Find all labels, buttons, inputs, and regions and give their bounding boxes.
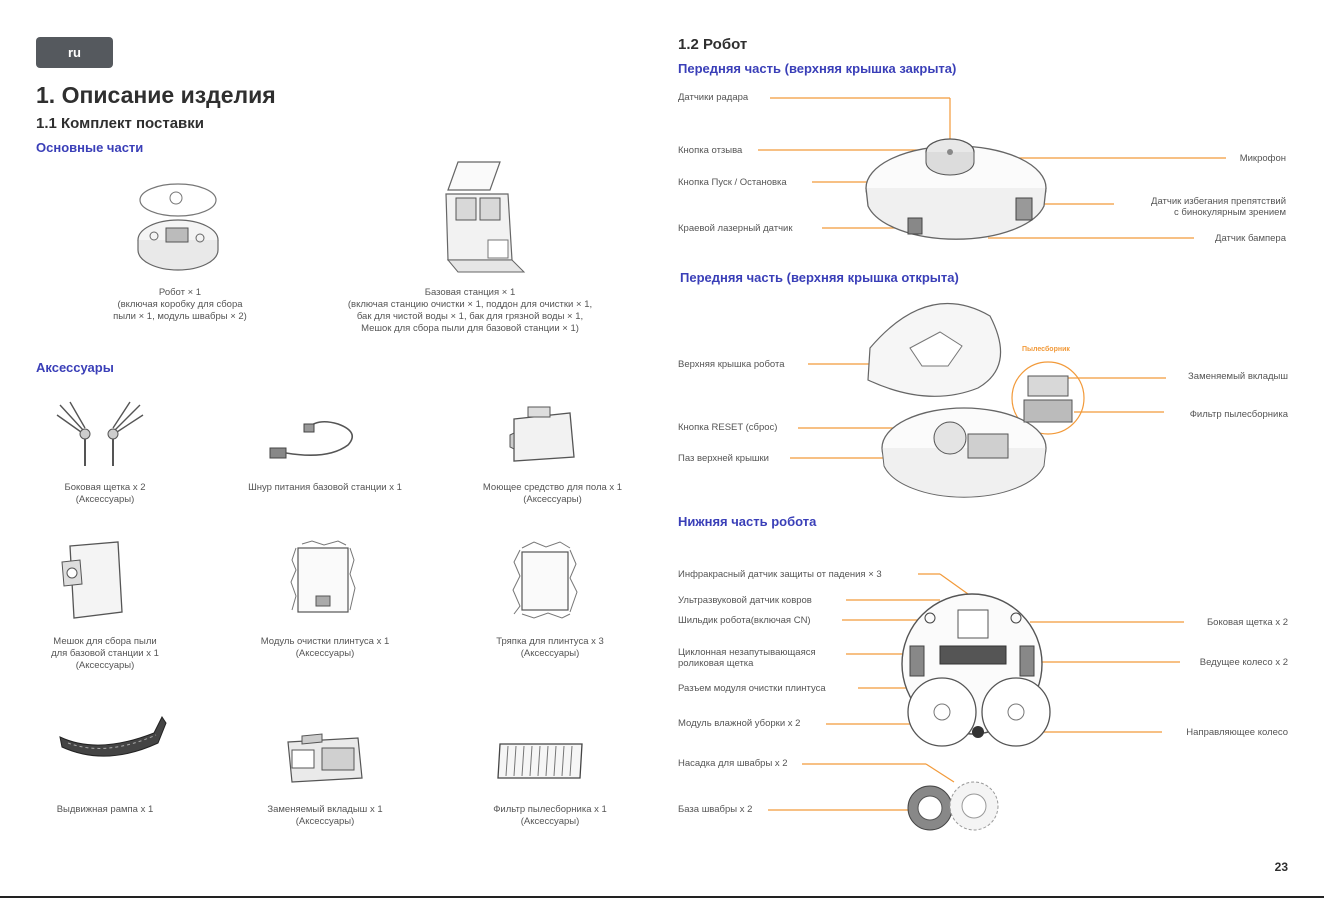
bottom-diagram bbox=[768, 573, 1184, 831]
side-brush-icon bbox=[56, 401, 144, 466]
label-caster-wheel: Направляющее колесо bbox=[1186, 727, 1288, 738]
label-radar-sensors: Датчики радара bbox=[678, 92, 749, 103]
accessories-heading: Аксессуары bbox=[36, 360, 114, 375]
robot-caption: Робот × 1 (включая коробку для сбора пыл… bbox=[113, 287, 247, 322]
label-mop-base: База швабры x 2 bbox=[678, 804, 753, 815]
label-start-stop-button: Кнопка Пуск / Остановка bbox=[678, 177, 787, 188]
label-microphone: Микрофон bbox=[1239, 153, 1286, 164]
front-closed-diagram bbox=[758, 97, 1226, 240]
label-reset-button: Кнопка RESET (сброс) bbox=[678, 422, 778, 433]
label-top-cover: Верхняя крышка робота bbox=[678, 359, 785, 370]
accessory-caption-baseboard-module: Модуль очистки плинтуса x 1(Аксессуары) bbox=[260, 636, 390, 659]
accessory-caption-replaceable-liner: Заменяемый вкладыш x 1(Аксессуары) bbox=[267, 804, 383, 827]
floor-cleaner-icon bbox=[509, 406, 575, 462]
bottom-rule bbox=[0, 896, 1324, 898]
label-ultrasonic-sensor: Ультразвуковой датчик ковров bbox=[678, 595, 812, 606]
label-binocular-sensor: Датчик избегания препятствий с бинокуляр… bbox=[1151, 196, 1286, 218]
accessory-caption-ramp: Выдвижная рампа x 1 bbox=[56, 804, 154, 815]
label-side-brush: Боковая щетка x 2 bbox=[1206, 617, 1288, 628]
dust-bag-icon bbox=[61, 541, 123, 619]
label-replaceable-liner: Заменяемый вкладыш bbox=[1188, 371, 1288, 382]
label-cover-slot: Паз верхней крышки bbox=[678, 453, 769, 464]
label-roller-brush: Циклонная незапутывающаяся роликовая щет… bbox=[678, 647, 816, 669]
label-dustbin: Пылесборник bbox=[1022, 346, 1070, 353]
accessory-caption-side-brush: Боковая щетка x 2(Аксессуары) bbox=[64, 482, 146, 505]
robot-exploded-illustration bbox=[137, 183, 219, 271]
front-closed-heading: Передняя часть (верхняя крышка закрыта) bbox=[678, 61, 957, 76]
baseboard-module-icon bbox=[290, 540, 356, 613]
replaceable-liner-icon bbox=[287, 733, 363, 783]
dustbin-filter-icon bbox=[497, 743, 583, 779]
label-baseboard-connector: Разъем модуля очистки плинтуса bbox=[678, 683, 826, 694]
main-parts-heading: Основные части bbox=[36, 140, 144, 155]
section-heading-1-1: 1.1 Комплект поставки bbox=[36, 115, 204, 132]
ramp-icon bbox=[59, 716, 167, 757]
accessory-caption-baseboard-cloth: Тряпка для плинтуса x 3(Аксессуары) bbox=[496, 636, 604, 659]
label-wet-module: Модуль влажной уборки x 2 bbox=[678, 718, 801, 729]
label-nameplate: Шильдик робота(включая CN) bbox=[678, 615, 811, 626]
page-number: 23 bbox=[1274, 860, 1288, 874]
label-bumper-sensor: Датчик бампера bbox=[1215, 233, 1286, 244]
accessory-caption-floor-cleaner: Моющее средство для пола x 1(Аксессуары) bbox=[482, 482, 623, 505]
base-station-illustration bbox=[445, 161, 526, 273]
baseboard-cloth-icon bbox=[512, 541, 578, 619]
label-dustbin-filter: Фильтр пылесборника bbox=[1189, 409, 1288, 420]
label-mop-pad: Насадка для швабры x 2 bbox=[678, 758, 788, 769]
label-drive-wheel: Ведущее колесо x 2 bbox=[1199, 657, 1288, 668]
accessory-caption-power-cord: Шнур питания базовой станции x 1 bbox=[248, 482, 402, 493]
page-title: 1. Описание изделия bbox=[36, 82, 276, 108]
front-open-heading: Передняя часть (верхняя крышка открыта) bbox=[680, 270, 959, 285]
base-station-caption: Базовая станция × 1 (включая станцию очи… bbox=[347, 287, 593, 334]
label-edge-laser-sensor: Краевой лазерный датчик bbox=[678, 223, 793, 234]
bottom-heading: Нижняя часть робота bbox=[678, 514, 817, 529]
accessory-caption-dustbin-filter: Фильтр пылесборника x 1(Аксессуары) bbox=[493, 804, 607, 827]
language-badge: ru bbox=[36, 37, 113, 68]
label-ir-cliff-sensor: Инфракрасный датчик защиты от падения × … bbox=[678, 569, 882, 580]
front-open-diagram bbox=[790, 303, 1166, 498]
section-heading-1-2: 1.2 Робот bbox=[678, 36, 748, 53]
label-feedback-button: Кнопка отзыва bbox=[678, 145, 743, 156]
power-cord-icon bbox=[269, 420, 354, 459]
